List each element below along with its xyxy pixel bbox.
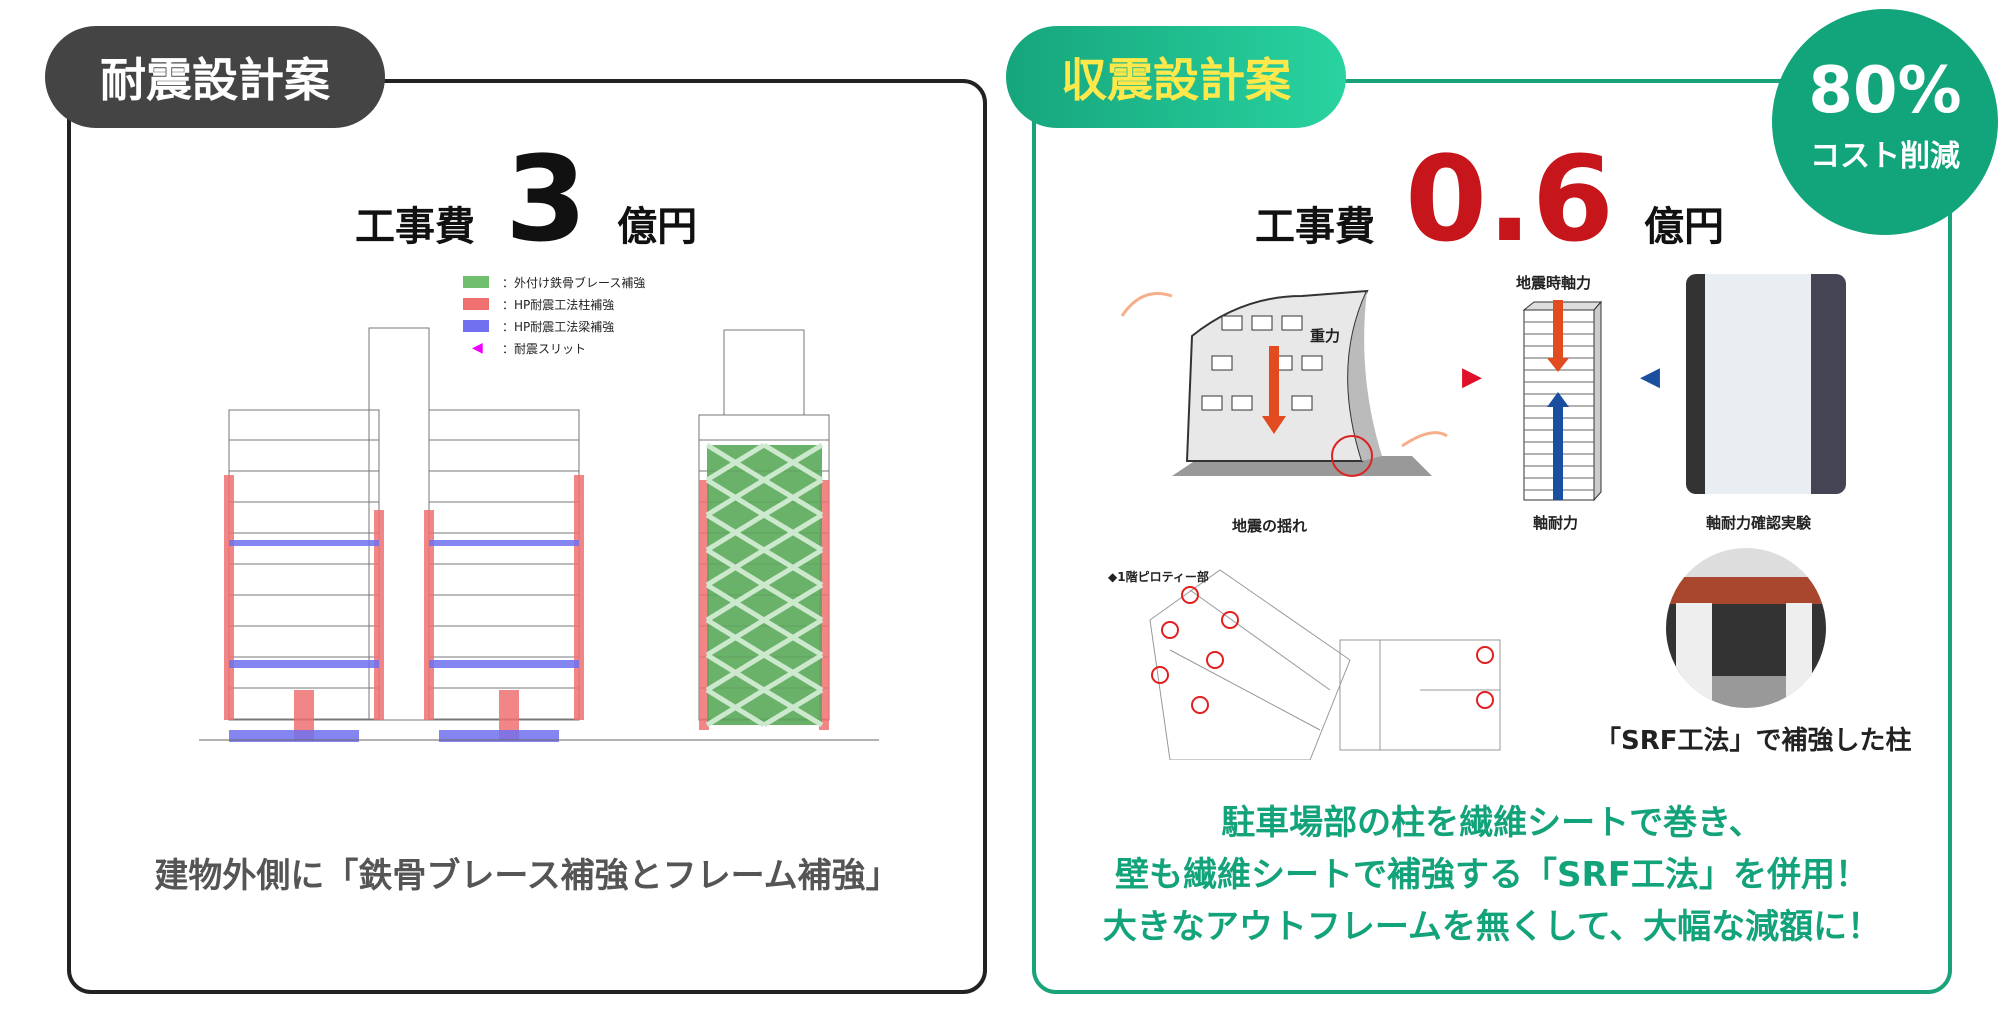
legend-item: ：HP耐震工法梁補強 xyxy=(502,320,615,334)
gravity-label: 重力 xyxy=(1310,327,1341,345)
cost-reduction-badge: 80% コスト削減 xyxy=(1772,9,1998,235)
experiment-photo xyxy=(1686,274,1846,494)
legend-item: ：HP耐震工法柱補強 xyxy=(502,298,615,312)
plan-label: ◆1階ピロティー部 xyxy=(1108,570,1209,584)
legend-item: ：耐震スリット xyxy=(502,342,587,356)
axial-strength-label: 軸耐力 xyxy=(1533,514,1579,532)
seismic-absorption-tag: 収震設計案 xyxy=(1006,26,1346,128)
badge-text: コスト削減 xyxy=(1810,139,1960,174)
cost-unit: 億円 xyxy=(617,204,698,250)
experiment-label: 軸耐力確認実験 xyxy=(1706,514,1812,532)
summary-line: 壁も繊維シートで補強する「SRF工法」を併用！ xyxy=(1115,855,1869,895)
left-caption: 建物外側に「鉄骨ブレース補強とフレーム補強」 xyxy=(154,856,900,896)
elevation-drawing xyxy=(199,327,879,742)
legend-item: ：外付け鉄骨ブレース補強 xyxy=(502,276,646,290)
cost-value: 3 xyxy=(505,130,588,268)
badge-percent: 80% xyxy=(1808,54,1962,128)
conventional-design-tag: 耐震設計案 xyxy=(45,26,385,128)
summary-line: 駐車場部の柱を繊維シートで巻き、 xyxy=(1221,803,1763,843)
arrow-right-icon: ▶ xyxy=(1462,362,1482,392)
photo-caption: 「SRF工法」で補強した柱 xyxy=(1595,726,1912,756)
cost-label: 工事費 xyxy=(1255,204,1375,250)
reinforced-column-photo xyxy=(1666,548,1826,708)
cost-label: 工事費 xyxy=(355,204,475,250)
cost-value: 0.6 xyxy=(1405,130,1615,268)
shaking-label: 地震の揺れ xyxy=(1232,517,1308,535)
floor-plan-drawing xyxy=(1149,569,1501,760)
building-sway-illustration xyxy=(1120,289,1448,477)
seismic-absorption-panel xyxy=(1032,79,1952,994)
conventional-design-panel xyxy=(67,79,987,994)
seismic-axial-label: 地震時軸力 xyxy=(1516,274,1592,292)
summary-line: 大きなアウトフレームを無くして、大幅な減額に！ xyxy=(1102,907,1882,947)
column-axial-diagram xyxy=(1522,300,1603,502)
arrow-left-icon: ◀ xyxy=(1640,362,1660,392)
cost-unit: 億円 xyxy=(1644,204,1725,250)
